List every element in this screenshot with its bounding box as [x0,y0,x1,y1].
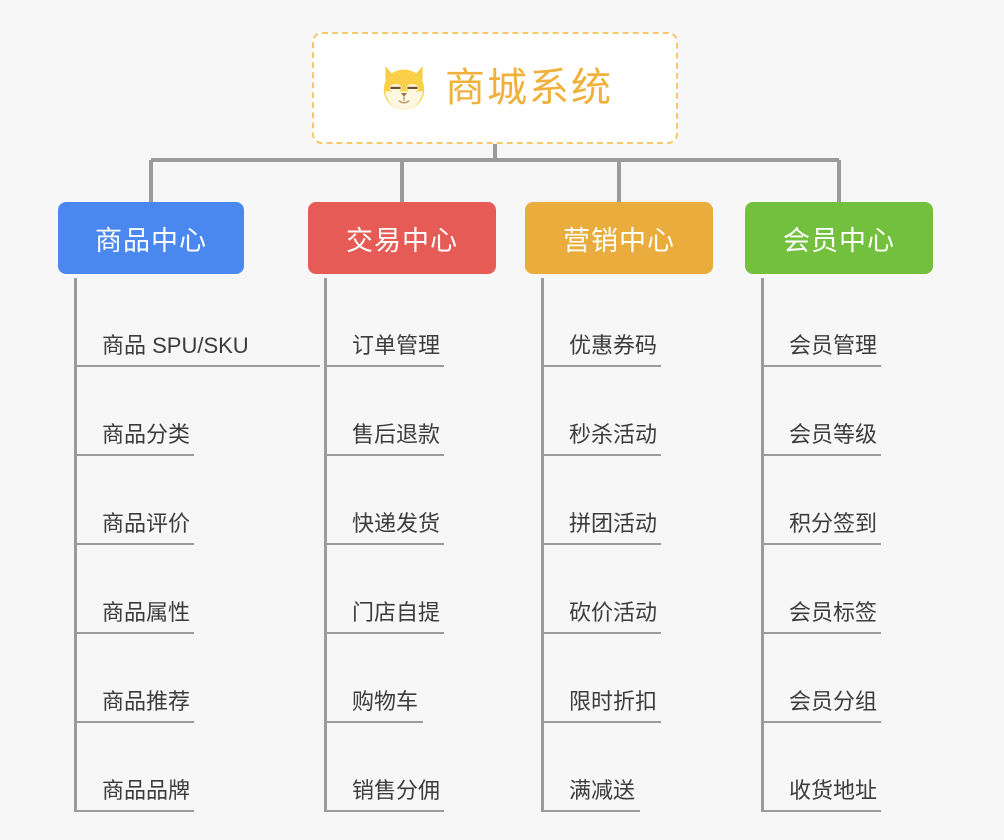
leaf-item[interactable]: 砍价活动 [541,545,661,634]
leaf-item[interactable]: 购物车 [324,634,423,723]
leaf-underline [324,632,444,634]
leaf-label: 砍价活动 [569,600,658,625]
category-box-marketing-center[interactable]: 营销中心 [525,202,713,274]
leaf-item[interactable]: 快递发货 [324,456,444,545]
leaf-label: 购物车 [352,689,419,714]
leaf-item[interactable]: 秒杀活动 [541,367,661,456]
leaf-item[interactable]: 会员管理 [761,278,881,367]
category-box-member-center[interactable]: 会员中心 [745,202,933,274]
leaf-label: 优惠券码 [569,333,658,358]
leaf-underline [74,721,194,723]
category-label: 会员中心 [783,225,895,256]
shiba-dog-icon [383,66,425,112]
leaf-underline [324,454,444,456]
leaf-underline [541,810,640,812]
leaf-underline [324,543,444,545]
leaf-item[interactable]: 商品评价 [74,456,194,545]
leaf-item[interactable]: 订单管理 [324,278,444,367]
leaf-underline [74,810,194,812]
leaf-item[interactable]: 商品 SPU/SKU [74,278,320,367]
leaf-item[interactable]: 销售分佣 [324,723,444,812]
leaf-underline [761,810,881,812]
leaf-item[interactable]: 商品属性 [74,545,194,634]
leaf-label: 会员标签 [789,600,878,625]
leaf-label: 商品评价 [102,511,191,536]
leaf-underline [761,454,881,456]
leaf-underline [74,543,194,545]
leaf-item[interactable]: 会员标签 [761,545,881,634]
leaf-underline [541,454,661,456]
category-label: 交易中心 [346,225,458,256]
leaf-item[interactable]: 收货地址 [761,723,881,812]
leaf-label: 商品推荐 [102,689,191,714]
leaf-label: 满减送 [569,778,636,803]
leaf-item[interactable]: 限时折扣 [541,634,661,723]
leaf-label: 商品属性 [102,600,191,625]
leaf-item[interactable]: 积分签到 [761,456,881,545]
leaf-item[interactable]: 门店自提 [324,545,444,634]
category-label: 商品中心 [95,225,207,256]
leaf-label: 积分签到 [789,511,878,536]
leaf-item[interactable]: 会员分组 [761,634,881,723]
leaf-label: 会员管理 [789,333,878,358]
leaf-item[interactable]: 商品推荐 [74,634,194,723]
leaf-underline [74,632,194,634]
leaf-underline [761,543,881,545]
leaf-label: 会员分组 [789,689,878,714]
leaf-underline [541,721,661,723]
leaf-item[interactable]: 售后退款 [324,367,444,456]
category-box-product-center[interactable]: 商品中心 [58,202,244,274]
category-box-trade-center[interactable]: 交易中心 [308,202,496,274]
leaf-item[interactable]: 会员等级 [761,367,881,456]
leaf-item[interactable]: 商品品牌 [74,723,194,812]
leaf-underline [541,365,661,367]
root-title: 商城系统 [445,66,613,110]
leaf-label: 拼团活动 [569,511,658,536]
leaf-underline [74,365,320,367]
leaf-underline [541,543,661,545]
leaf-underline [74,454,194,456]
branch-spine-trade-center [324,278,327,812]
leaf-label: 销售分佣 [352,778,441,803]
leaf-label: 会员等级 [789,422,878,447]
leaf-item[interactable]: 优惠券码 [541,278,661,367]
branch-spine-product-center [74,278,77,812]
leaf-item[interactable]: 商品分类 [74,367,194,456]
leaf-label: 商品分类 [102,422,191,447]
leaf-label: 秒杀活动 [569,422,658,447]
leaf-label: 限时折扣 [569,689,658,714]
root-node[interactable]: 商城系统 [312,32,678,144]
leaf-label: 售后退款 [352,422,441,447]
leaf-label: 收货地址 [789,778,878,803]
branch-spine-member-center [761,278,764,812]
leaf-underline [324,365,444,367]
leaf-underline [324,721,423,723]
leaf-label: 商品品牌 [102,778,191,803]
leaf-underline [541,632,661,634]
leaf-underline [761,721,881,723]
leaf-underline [324,810,444,812]
leaf-item[interactable]: 满减送 [541,723,640,812]
leaf-label: 商品 SPU/SKU [102,333,249,358]
leaf-underline [761,632,881,634]
leaf-label: 订单管理 [352,333,441,358]
leaf-label: 快递发货 [352,511,441,536]
category-label: 营销中心 [563,225,675,256]
branch-spine-marketing-center [541,278,544,812]
leaf-label: 门店自提 [352,600,441,625]
leaf-item[interactable]: 拼团活动 [541,456,661,545]
leaf-underline [761,365,881,367]
